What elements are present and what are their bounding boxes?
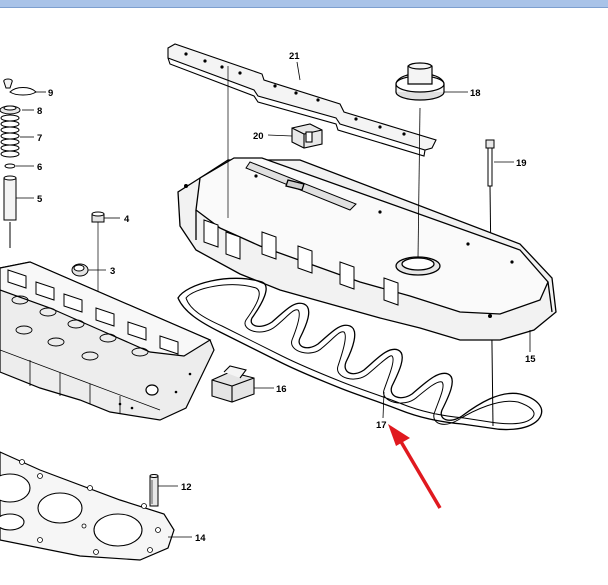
part-17-gasket (177, 277, 543, 431)
callout-21: 21 (289, 51, 300, 62)
window-top-bar (0, 0, 608, 8)
callout-17: 17 (376, 420, 387, 431)
callout-20: 20 (253, 131, 264, 142)
red-arrow-icon (388, 424, 442, 509)
part-3-plug (71, 263, 89, 277)
callout-18: 18 (470, 88, 481, 99)
part-21-seal-strip (167, 43, 437, 157)
callout-5: 5 (37, 194, 43, 205)
callout-4: 4 (124, 214, 130, 225)
part-6-seal-ring (4, 163, 16, 169)
part-7-valve-spring (0, 114, 20, 158)
callout-15: 15 (525, 354, 536, 365)
callout-19: 19 (516, 158, 527, 169)
part-8-retainer (0, 105, 21, 115)
part-4-cap (91, 211, 105, 223)
part-15-valve-cover (177, 157, 557, 341)
callout-12: 12 (181, 482, 192, 493)
callout-9: 9 (48, 88, 53, 99)
cylinder-head (0, 261, 215, 421)
part-20-clip (291, 123, 323, 149)
callout-14: 14 (195, 533, 206, 544)
callout-7: 7 (37, 133, 42, 144)
part-14-head-gasket (0, 451, 175, 561)
callout-6: 6 (37, 162, 42, 173)
callout-3: 3 (110, 266, 115, 277)
part-5-valve-guide (3, 175, 17, 248)
part-9-collet (3, 78, 37, 96)
part-16-bracket (211, 365, 255, 403)
callout-8: 8 (37, 106, 42, 117)
part-18-oil-cap (395, 62, 445, 101)
part-12-dowel-pin (149, 474, 159, 507)
callout-16: 16 (276, 384, 287, 395)
